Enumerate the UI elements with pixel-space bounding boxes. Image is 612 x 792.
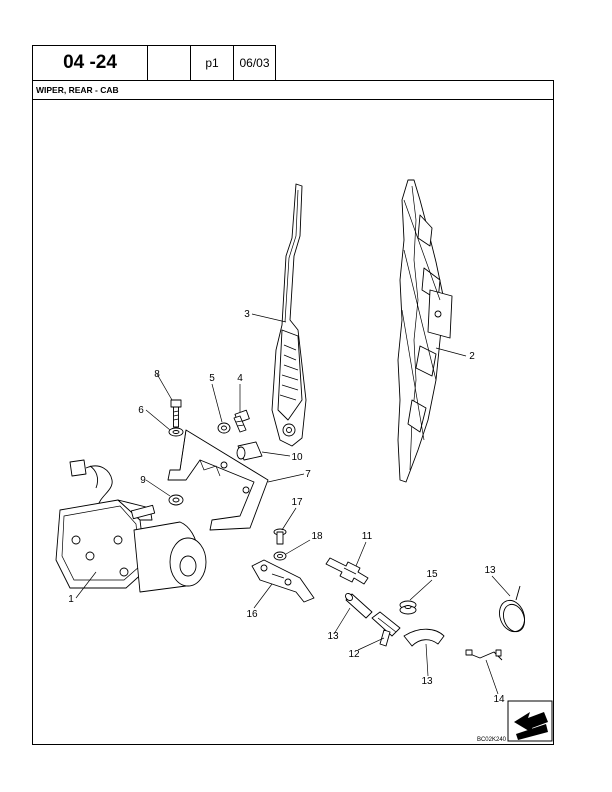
motor-assembly-part xyxy=(55,459,207,593)
nut-9-part xyxy=(168,494,184,506)
diagram-frame xyxy=(32,99,554,745)
clamp-16-part xyxy=(251,559,315,603)
callout-17: 17 xyxy=(291,497,303,508)
callout-16: 16 xyxy=(246,609,258,620)
callouts: 1 2 3 4 5 6 7 8 9 10 11 12 13 13 13 14 1… xyxy=(68,309,505,705)
callout-4: 4 xyxy=(237,373,243,384)
coiled-hose-13-part xyxy=(499,585,525,633)
callout-2: 2 xyxy=(469,351,475,362)
bracket-7-part xyxy=(167,429,269,531)
bolt-4-part xyxy=(233,409,250,433)
tee-connector-12-part xyxy=(371,611,401,647)
wiper-arm-part xyxy=(271,183,307,447)
next-page-arrow-icon[interactable] xyxy=(507,700,553,742)
screw-17-part xyxy=(273,528,287,545)
catalog-sheet: 04 -24 p1 06/03 WIPER, REAR - CAB xyxy=(32,45,554,745)
leader-lines xyxy=(75,313,511,695)
wiper-blade-part xyxy=(397,179,453,483)
callout-13c: 13 xyxy=(484,565,496,576)
callout-10: 10 xyxy=(291,452,303,463)
callout-6: 6 xyxy=(138,405,144,416)
curved-hose-13-part xyxy=(403,628,445,647)
spacer-10-part xyxy=(236,441,263,461)
washer-6-part xyxy=(168,427,184,437)
nut-18-part xyxy=(273,551,287,561)
callout-1: 1 xyxy=(68,594,74,605)
callout-3: 3 xyxy=(244,309,250,320)
callout-7: 7 xyxy=(305,469,311,480)
callout-13a: 13 xyxy=(327,631,339,642)
hose-13-part xyxy=(345,593,373,619)
callout-14: 14 xyxy=(493,694,505,705)
figure-reference: BC02K240 xyxy=(477,737,507,743)
washer-5-part xyxy=(217,422,231,434)
screw-8-part xyxy=(170,399,182,428)
callout-12: 12 xyxy=(348,649,360,660)
harness-14-part xyxy=(465,649,503,661)
callout-15: 15 xyxy=(426,569,438,580)
callout-9: 9 xyxy=(140,475,146,486)
callout-18: 18 xyxy=(311,531,323,542)
washer-15-part xyxy=(399,600,417,615)
callout-5: 5 xyxy=(209,373,215,384)
callout-11: 11 xyxy=(362,531,373,542)
connector-11-part xyxy=(325,557,369,585)
callout-13b: 13 xyxy=(421,676,433,687)
callout-8: 8 xyxy=(154,369,160,380)
